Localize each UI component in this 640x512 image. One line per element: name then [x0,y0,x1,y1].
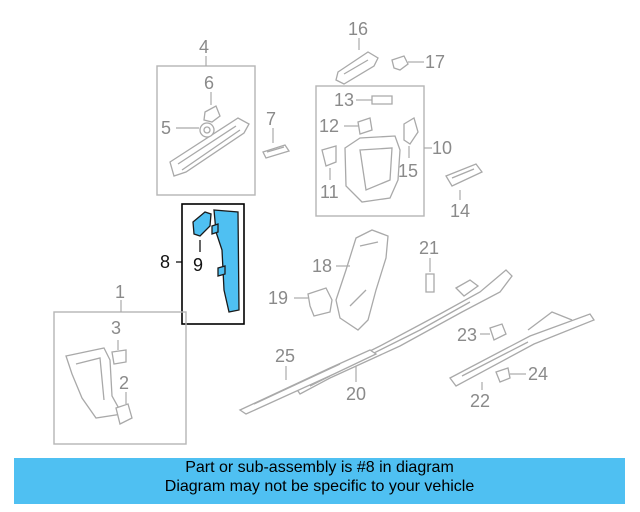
callout-3[interactable]: 3 [111,318,121,338]
callout-20[interactable]: 20 [346,384,366,404]
callout-5[interactable]: 5 [161,118,171,138]
callout-15[interactable]: 15 [398,161,418,181]
group-1-box [53,311,187,445]
group-8-box [181,203,245,325]
callout-23[interactable]: 23 [457,325,477,345]
part-14-pad[interactable] [445,163,484,187]
part-15-clip[interactable] [403,117,419,145]
part-21-bolt[interactable] [425,273,435,293]
callout-8[interactable]: 8 [160,252,170,272]
part-18-panel[interactable] [335,229,389,331]
caption-banner: Part or sub-assembly is #8 in diagram Di… [14,458,625,504]
group-21: 21 [419,238,439,293]
callout-16[interactable]: 16 [348,19,368,39]
part-17-fastener[interactable] [391,55,409,71]
callout-4[interactable]: 4 [199,37,209,57]
group-7: 7 [262,109,291,159]
callout-7[interactable]: 7 [266,109,276,129]
group-8: 9 8 [160,203,245,325]
callout-13[interactable]: 13 [334,90,354,110]
callout-19[interactable]: 19 [268,288,288,308]
group-22-24: 22 23 24 [449,311,595,411]
callout-9[interactable]: 9 [193,255,203,275]
part-6-clip[interactable] [203,105,221,123]
callout-12[interactable]: 12 [319,116,339,136]
part-13-bolt[interactable] [371,95,393,105]
callout-11[interactable]: 11 [320,182,339,202]
callout-1[interactable]: 1 [115,282,125,302]
group-1: 1 3 2 [53,282,187,445]
part-12-clip[interactable] [357,117,373,135]
part-22-rail[interactable] [449,313,595,387]
group-4: 4 6 5 [156,37,256,196]
callout-21[interactable]: 21 [419,238,439,258]
part-24-bolt[interactable] [495,367,511,383]
callout-24[interactable]: 24 [528,364,548,384]
caption-line-2: Diagram may not be specific to your vehi… [164,478,475,495]
part-19-bracket[interactable] [307,287,333,317]
group-20-25: 20 25 [238,269,513,415]
group-14: 14 [445,163,484,221]
callout-10[interactable]: 10 [432,138,452,158]
part-8-pillar-trim[interactable] [213,209,240,313]
group-18: 18 [312,229,389,331]
part-2-clip[interactable] [115,403,133,425]
callout-22[interactable]: 22 [470,391,490,411]
part-16-bracket[interactable] [335,51,379,85]
group-16-17: 16 17 [335,19,445,85]
part-7-pad[interactable] [262,144,291,159]
group-10-box [315,85,425,217]
group-10: 10 13 12 11 15 [315,85,452,217]
part-5-fastener[interactable] [199,122,215,138]
callout-17[interactable]: 17 [425,52,445,72]
callout-2[interactable]: 2 [119,373,129,393]
group-19: 19 [268,287,333,317]
part-23-bolt[interactable] [489,323,507,341]
callout-14[interactable]: 14 [450,201,470,221]
part-4-trim[interactable] [169,117,250,177]
part-10-panel[interactable] [344,135,401,203]
part-11-clip[interactable] [321,145,337,167]
part-3-clip[interactable] [111,349,127,365]
callout-6[interactable]: 6 [204,73,214,93]
caption-line-1: Part or sub-assembly is #8 in diagram [185,459,454,476]
callout-18[interactable]: 18 [312,256,332,276]
part-9-clip[interactable] [192,211,212,237]
callout-25[interactable]: 25 [275,346,295,366]
